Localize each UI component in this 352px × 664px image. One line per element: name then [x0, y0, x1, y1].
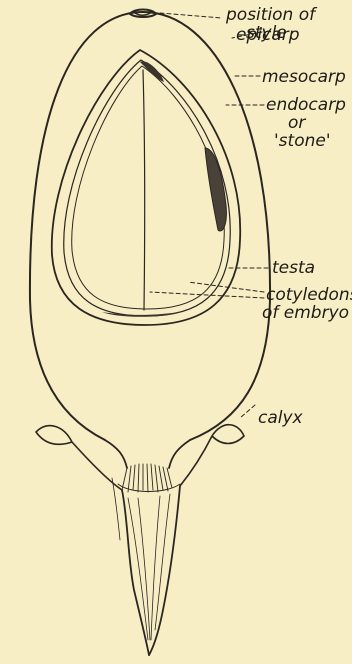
endocarp-inner: [64, 60, 231, 316]
label-position-of: position of: [225, 5, 318, 25]
label-endocarp: endocarp: [266, 95, 346, 115]
pedicel-right: [149, 486, 180, 655]
leader-lines: [150, 13, 268, 418]
leader-calyx: [240, 405, 255, 418]
fruit-base-left: [105, 440, 127, 468]
labels: position of style epicarp mesocarp endoc…: [225, 5, 352, 428]
label-stone: 'stone': [274, 131, 331, 151]
epicarp-outline: [30, 12, 270, 440]
fruit-base-right: [169, 440, 190, 468]
label-cotyledons: cotyledons: [266, 285, 352, 305]
label-calyx: calyx: [258, 408, 304, 428]
testa-outline: [72, 66, 225, 309]
label-epicarp: epicarp: [236, 25, 300, 45]
cotyledon-division: [143, 70, 145, 310]
label-of-embryo: of embryo: [262, 303, 349, 323]
calyx-right: [180, 425, 244, 486]
leader-cotyledon-2: [150, 292, 264, 298]
label-mesocarp: mesocarp: [262, 67, 346, 87]
stone-shading-bottom: [102, 311, 184, 317]
stone-shading-right: [205, 148, 226, 231]
receptacle-fringe: [118, 464, 180, 492]
calyx-left: [36, 426, 122, 490]
label-testa: testa: [272, 258, 315, 278]
label-or: or: [288, 113, 306, 133]
